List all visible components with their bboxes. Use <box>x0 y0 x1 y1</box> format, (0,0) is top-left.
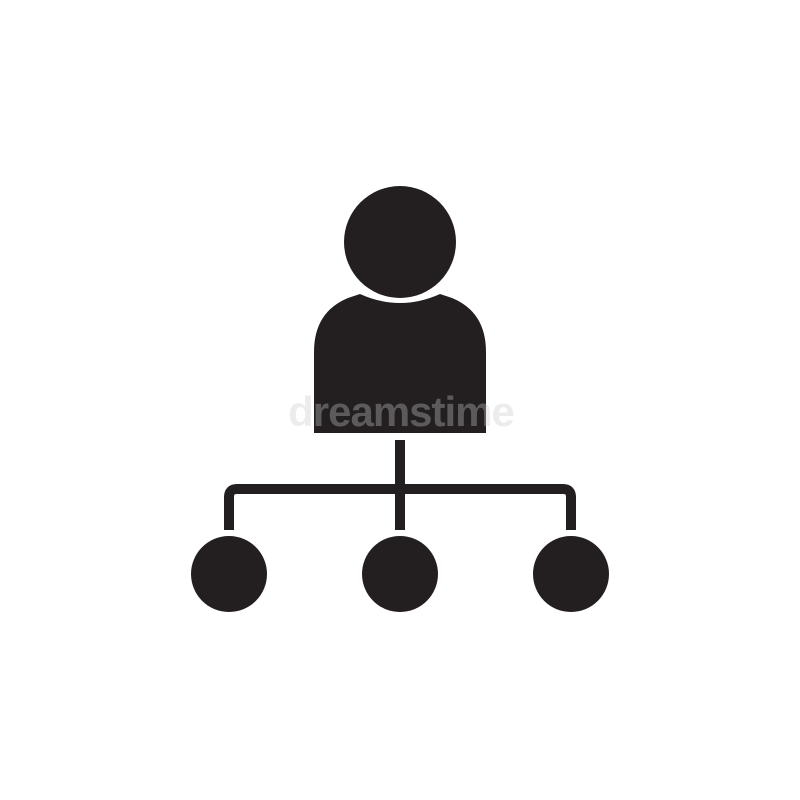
subordinate-node-right <box>533 536 609 612</box>
subordinate-node-left <box>191 536 267 612</box>
leader-head <box>344 186 456 298</box>
hierarchy-diagram <box>191 186 609 612</box>
subordinate-node-center <box>362 536 438 612</box>
leader-body <box>314 294 486 433</box>
branch-connector <box>224 484 576 530</box>
